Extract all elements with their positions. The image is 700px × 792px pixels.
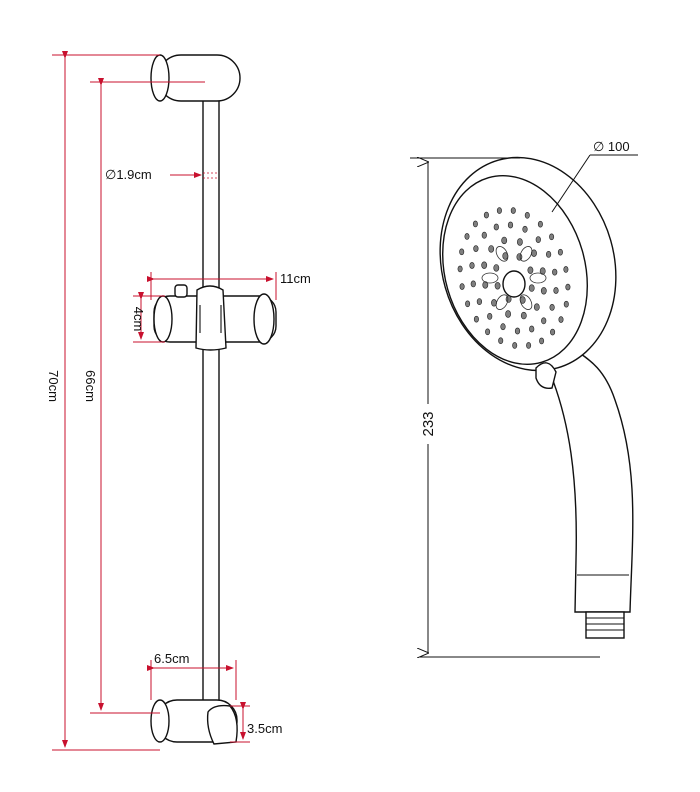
holder-height-label: 4cm [131, 307, 146, 332]
nozzle [501, 236, 508, 245]
nozzle [517, 238, 523, 246]
overall-length-label: 70cm [46, 370, 61, 402]
nozzle [512, 342, 518, 349]
rod-diameter-label: ∅1.9cm [105, 167, 152, 182]
bracket-depth-label: 3.5cm [247, 721, 282, 736]
nozzle [473, 245, 479, 252]
nozzle [563, 266, 569, 273]
hand-shower: ∅ 100 233 [410, 139, 638, 657]
nozzle [470, 280, 476, 288]
sliding-holder [153, 284, 277, 351]
jet-lens [495, 294, 509, 310]
hand-shower-handle [547, 351, 634, 613]
nozzle [505, 310, 511, 318]
nozzle [493, 264, 500, 272]
nozzle [563, 300, 569, 308]
nozzle [485, 328, 491, 336]
nozzle [549, 233, 555, 241]
nozzle [510, 207, 516, 214]
nozzle [526, 342, 532, 349]
nozzle [528, 284, 535, 292]
thread-connector [585, 611, 625, 639]
nozzle [516, 253, 523, 261]
face-diameter-dimension: ∅ 100 [551, 139, 638, 213]
jet-lens [519, 246, 533, 262]
nozzle [514, 327, 521, 335]
nozzle [487, 312, 493, 320]
rod-diameter-dimension: ∅1.9cm [105, 167, 202, 182]
nozzle [545, 250, 552, 258]
nozzle [540, 287, 547, 295]
nozzle [565, 283, 571, 291]
nozzle [494, 282, 501, 290]
nozzle [469, 262, 475, 269]
nozzle [459, 248, 465, 256]
nozzle [541, 317, 547, 325]
hand-shower-length-dimension: 233 [410, 158, 600, 657]
slide-rail: 70cm 66cm ∅1.9cm 11cm 4cm [46, 51, 311, 751]
nozzle [481, 261, 488, 269]
nozzle [500, 323, 506, 331]
nozzle [535, 236, 541, 243]
nozzle [476, 298, 483, 305]
face-diameter-label: ∅ 100 [593, 139, 630, 154]
bracket-width-label: 6.5cm [154, 651, 189, 666]
nozzle [465, 300, 471, 308]
jet-lens [495, 246, 509, 262]
nozzle [481, 231, 487, 239]
nozzle [498, 337, 504, 345]
overall-length-dimension: 70cm [46, 51, 160, 751]
bracket-depth-dimension: 3.5cm [230, 702, 282, 743]
hole-spacing-label: 66cm [83, 370, 98, 402]
nozzle [482, 281, 489, 289]
nozzle [520, 311, 527, 320]
spray-nozzles [457, 207, 571, 349]
hole-spacing-dimension: 66cm [83, 78, 205, 714]
holder-height-dimension: 4cm [131, 292, 165, 343]
jet-lens [519, 294, 533, 310]
jet-lens [481, 272, 499, 284]
top-wall-bracket [150, 54, 241, 102]
nozzle [473, 315, 479, 323]
nozzle [524, 212, 530, 219]
nozzle [529, 325, 535, 333]
mode-selector-lever [535, 362, 557, 389]
nozzle [558, 316, 564, 323]
nozzle [457, 265, 463, 273]
nozzle [539, 267, 546, 275]
holder-width-label: 11cm [280, 271, 311, 286]
jet-lens [529, 272, 547, 284]
holder-width-dimension: 11cm [147, 271, 311, 300]
nozzle [533, 303, 540, 311]
nozzle [527, 266, 534, 274]
nozzle [537, 220, 543, 228]
nozzle [464, 233, 470, 240]
nozzle [488, 245, 495, 253]
nozzle [553, 287, 559, 294]
nozzle [493, 223, 499, 231]
spray-face-center [502, 270, 526, 298]
nozzle [557, 248, 563, 256]
nozzle [550, 328, 556, 336]
nozzle [522, 225, 528, 233]
nozzle [552, 268, 558, 276]
bracket-width-dimension: 6.5cm [147, 651, 237, 700]
hand-shower-length-label: 233 [420, 411, 437, 436]
nozzle [496, 207, 502, 214]
nozzle [549, 303, 555, 311]
nozzle [472, 220, 478, 228]
nozzle [459, 283, 465, 290]
nozzle [507, 221, 514, 229]
rail-rod [202, 91, 220, 721]
nozzle [505, 295, 512, 303]
spray-face [441, 175, 589, 365]
bottom-wall-bracket [150, 699, 238, 745]
nozzle [483, 211, 489, 219]
nozzle [539, 337, 545, 345]
